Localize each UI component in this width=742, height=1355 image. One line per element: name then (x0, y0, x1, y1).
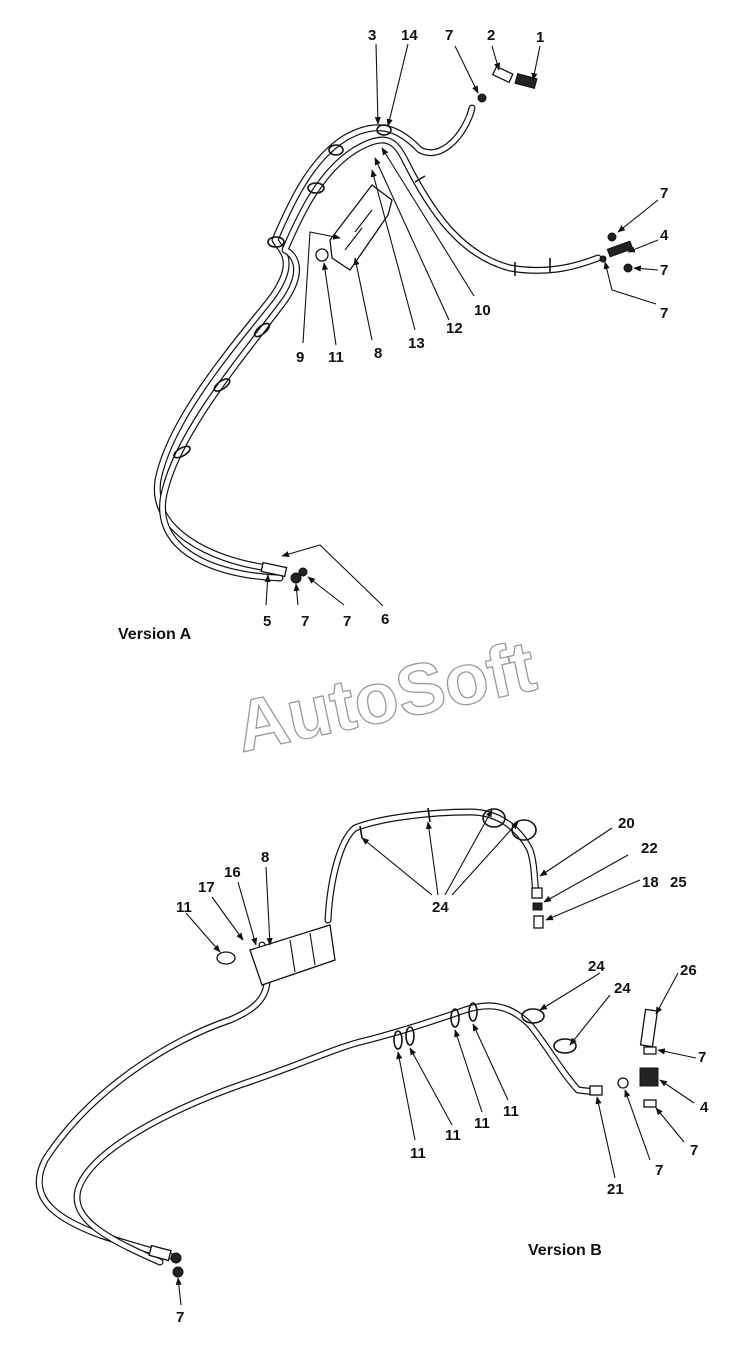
callout-b-7-right-1: 7 (698, 1049, 706, 1066)
callout-b-7-right-2: 7 (690, 1142, 698, 1159)
callout-a-4: 4 (660, 227, 669, 244)
callout-b-8: 8 (261, 849, 269, 866)
fittings-a-top (477, 65, 538, 103)
callout-a-7-right-3: 7 (660, 305, 668, 322)
hose-a-main (153, 104, 476, 572)
callout-a-7-top: 7 (445, 27, 453, 44)
callout-b-16: 16 (224, 864, 241, 881)
callout-b-20: 20 (618, 815, 635, 832)
callout-b-26: 26 (680, 962, 697, 979)
callout-a-8: 8 (374, 345, 382, 362)
version-a-diagram: 1 2 7 14 3 7 4 7 7 10 12 13 8 11 9 6 5 7… (118, 27, 669, 643)
leaders-b (175, 809, 697, 1306)
callout-b-21: 21 (607, 1181, 624, 1198)
callout-a-13: 13 (408, 335, 425, 352)
callout-b-7-bottom: 7 (176, 1309, 184, 1326)
fittings-b-bottom (148, 1244, 184, 1278)
hose-b-lower-1 (35, 941, 271, 1260)
hose-a-second (159, 136, 602, 582)
version-a-label: Version A (118, 626, 192, 643)
callout-a-7-bottom-1: 7 (301, 613, 309, 630)
fittings-a-bottom (260, 561, 308, 584)
hose-clips-b (359, 807, 577, 1054)
tee-fitting-b (589, 1008, 659, 1108)
callout-a-10: 10 (474, 302, 491, 319)
bracket-b (216, 924, 336, 986)
callout-a-3: 3 (368, 27, 376, 44)
bracket-a (315, 184, 393, 271)
callout-a-12: 12 (446, 320, 463, 337)
leaders-a (264, 43, 659, 607)
callout-b-24-mid-2: 24 (614, 980, 631, 997)
callout-a-14: 14 (401, 27, 418, 44)
callout-b-18: 18 (642, 874, 659, 891)
callout-a-11: 11 (328, 349, 344, 366)
callout-b-24-top: 24 (432, 899, 449, 916)
hose-b-lower-2 (73, 1002, 600, 1266)
callout-a-7-right-2: 7 (660, 262, 668, 279)
callout-b-4: 4 (700, 1099, 709, 1116)
callout-b-11-c: 11 (474, 1115, 490, 1132)
version-b-diagram: 8 16 17 11 20 22 18 25 24 26 24 24 7 4 7… (35, 807, 709, 1326)
watermark: AutoSoft (229, 626, 543, 767)
callout-b-11-b: 11 (445, 1127, 461, 1144)
callout-b-7-right-3: 7 (655, 1162, 663, 1179)
callout-a-6: 6 (381, 611, 389, 628)
callout-a-9: 9 (296, 349, 304, 366)
callout-b-17: 17 (198, 879, 215, 896)
version-b-label: Version B (528, 1242, 602, 1259)
callout-b-25: 25 (670, 874, 687, 891)
fittings-b-upper-right (531, 887, 544, 929)
callout-a-7-right-1: 7 (660, 185, 668, 202)
callout-a-5: 5 (263, 613, 271, 630)
callout-a-1: 1 (536, 29, 544, 46)
callout-a-7-bottom-2: 7 (343, 613, 351, 630)
callouts-b: 8 16 17 11 20 22 18 25 24 26 24 24 7 4 7… (176, 815, 709, 1326)
callout-a-2: 2 (487, 27, 495, 44)
callout-b-11-a: 11 (410, 1145, 426, 1162)
hose-clips-a (173, 124, 551, 459)
callout-b-24-mid-1: 24 (588, 958, 605, 975)
callout-b-11-left: 11 (176, 899, 192, 916)
callout-b-11-d: 11 (503, 1103, 519, 1120)
tee-fitting-a (599, 232, 634, 273)
callout-b-22: 22 (641, 840, 658, 857)
callouts-a: 1 2 7 14 3 7 4 7 7 10 12 13 8 11 9 6 5 7… (263, 27, 669, 630)
hose-b-upper (324, 808, 540, 924)
